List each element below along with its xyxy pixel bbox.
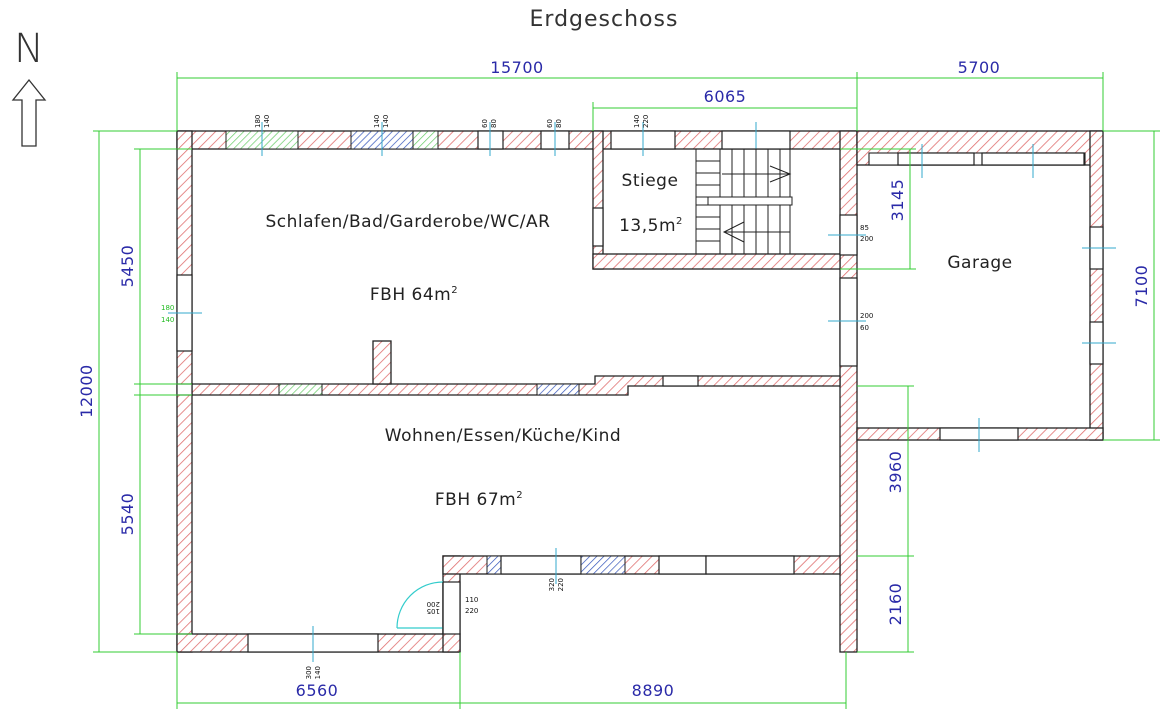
window-top-2b (412, 130, 439, 150)
label-door-mid-b: 60 (860, 324, 869, 332)
label-door-mid-a: 200 (860, 312, 873, 320)
room-area-stiege-sup: 2 (676, 216, 683, 227)
room-area-schlafen-value: FBH 64m (370, 285, 451, 305)
terrace-door (500, 555, 582, 575)
door-mid (839, 277, 858, 367)
entry-door-swing (396, 581, 444, 634)
opening-stair-left (592, 207, 604, 247)
opening-mid-1 (278, 383, 323, 396)
plan-title: Erdgeschoss (530, 7, 679, 32)
window-left-lower (176, 383, 193, 396)
dim-bottom-right: 8890 (632, 681, 675, 700)
label-w2-a: 140 (373, 115, 381, 128)
room-area-stiege: 13,5m2 (619, 216, 683, 236)
dim-top-total: 15700 (490, 58, 543, 77)
dim-left-upper: 5450 (118, 245, 137, 288)
terrace-window-4 (705, 555, 795, 575)
room-area-wohnen-sup: 2 (516, 490, 523, 501)
opening-mid-2 (536, 383, 580, 396)
dim-left-lower: 5540 (118, 493, 137, 536)
dim-right-garage: 7100 (1132, 265, 1151, 308)
label-door-stair-b: 200 (860, 235, 873, 243)
label-bottom-b: 140 (314, 666, 322, 679)
label-w2-b: 140 (382, 115, 390, 128)
openings (176, 130, 1104, 653)
dim-left-total: 12000 (77, 364, 96, 417)
stair-symbol (695, 148, 793, 255)
label-entry-b: 220 (465, 607, 478, 615)
room-area-wohnen-value: FBH 67m (435, 490, 516, 510)
opening-ticks (168, 122, 1116, 662)
terrace-window-3 (658, 555, 707, 575)
dim-right-stair: 3145 (888, 179, 907, 222)
opening-mid-3 (662, 375, 699, 387)
opening-labels: 180 140 140 140 60 80 60 80 140 220 85 2… (161, 115, 873, 680)
room-label-wohnen: Wohnen/Essen/Küche/Kind (385, 426, 621, 446)
dimension-lines (93, 72, 1160, 709)
label-left-a: 180 (161, 304, 174, 312)
north-label: N (14, 26, 44, 72)
north-arrow-icon: N (11, 26, 47, 147)
terrace-window-2 (580, 555, 626, 575)
label-entry-c: 200 (427, 600, 440, 608)
dim-top-stair: 6065 (704, 87, 747, 106)
room-area-schlafen-sup: 2 (451, 285, 458, 296)
dim-bottom-left: 6560 (296, 681, 339, 700)
room-label-garage: Garage (947, 253, 1012, 273)
label-w4-b: 80 (555, 119, 563, 128)
label-w1-a: 180 (254, 115, 262, 128)
garage-window-top-1 (897, 152, 975, 166)
label-w5-b: 220 (642, 115, 650, 128)
label-w3-b: 80 (490, 119, 498, 128)
label-door-stair-a: 85 (860, 224, 869, 232)
dim-top-garage: 5700 (958, 58, 1001, 77)
room-label-schlafen: Schlafen/Bad/Garderobe/WC/AR (266, 212, 551, 232)
label-w4-a: 60 (546, 119, 554, 128)
label-w1-b: 140 (263, 115, 271, 128)
room-area-schlafen: FBH 64m2 (370, 285, 458, 305)
dim-right-bottom: 2160 (886, 583, 905, 626)
entry-door-gap (442, 581, 461, 635)
label-terrace-b: 220 (557, 578, 565, 591)
label-w3-a: 60 (481, 119, 489, 128)
room-area-stiege-value: 13,5m (619, 216, 676, 236)
label-left-b: 140 (161, 316, 174, 324)
label-w5-a: 140 (633, 115, 641, 128)
terrace-window-1 (486, 555, 502, 575)
label-entry-d: 105 (427, 607, 440, 615)
label-bottom-a: 300 (305, 666, 313, 679)
label-terrace-a: 320 (548, 578, 556, 591)
room-label-stiege: Stiege (622, 171, 679, 191)
room-area-wohnen: FBH 67m2 (435, 490, 523, 510)
dim-right-mid: 3960 (886, 451, 905, 494)
label-entry-a: 110 (465, 596, 478, 604)
